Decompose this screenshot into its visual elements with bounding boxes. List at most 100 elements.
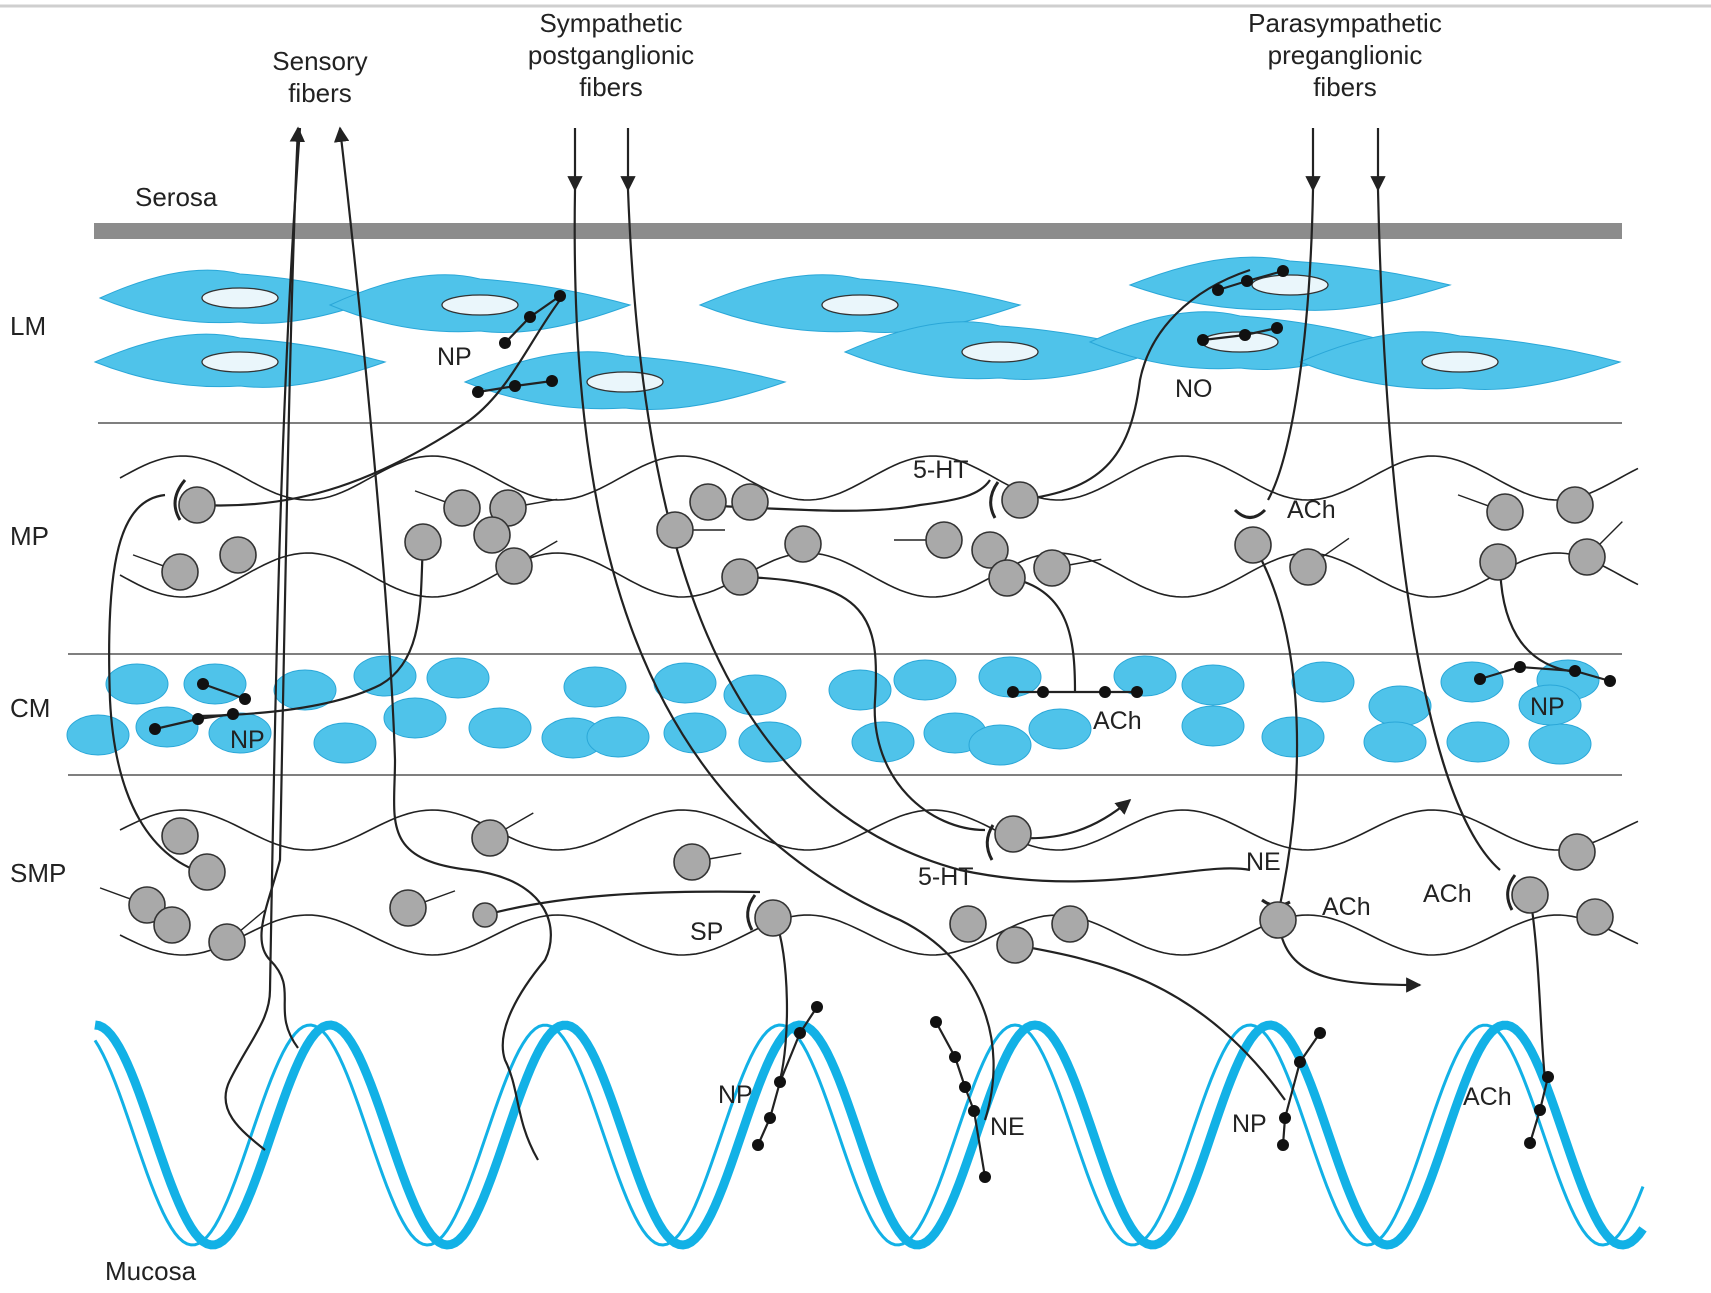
neuron-cell-body bbox=[971, 531, 1009, 569]
cm-muscle-cell bbox=[383, 697, 447, 739]
cm-muscle-cell bbox=[1291, 661, 1355, 703]
varicosity-bead bbox=[1277, 1139, 1289, 1151]
varicosity-bead bbox=[509, 380, 521, 392]
parasympathetic-fiber-2-body bbox=[1376, 189, 1501, 871]
varicosity-bead bbox=[1241, 275, 1253, 287]
nt-ach-smp: ACh bbox=[1322, 893, 1371, 921]
neuron-process bbox=[414, 490, 446, 503]
neuron-process bbox=[132, 554, 164, 567]
varicosity-bead bbox=[472, 386, 484, 398]
neuron-cell-body bbox=[949, 905, 987, 943]
neuron-cell-body bbox=[178, 486, 216, 524]
cm-muscle-cell bbox=[66, 714, 130, 756]
varicosity-bead bbox=[192, 713, 204, 725]
cm-muscle-cell bbox=[1181, 664, 1245, 706]
neuron-cell-body bbox=[1259, 901, 1297, 939]
sensory-fiber-3 bbox=[224, 127, 302, 1151]
smp-ach-arrow bbox=[1278, 929, 1422, 993]
cm-muscle-cell bbox=[1261, 716, 1325, 758]
varicosity-bead bbox=[1099, 686, 1111, 698]
neuron-cell-body bbox=[1033, 549, 1071, 587]
neuron-process bbox=[99, 887, 131, 900]
cm-muscle-cell bbox=[1113, 655, 1177, 697]
cm-muscle-cell bbox=[1518, 684, 1582, 726]
varicosity-bead bbox=[764, 1112, 776, 1124]
lm-cell-nucleus bbox=[201, 287, 279, 309]
neuron-cell-body bbox=[1289, 548, 1327, 586]
varicosity-bead bbox=[546, 375, 558, 387]
neuron-cell-body bbox=[473, 516, 511, 554]
varicosity-bead bbox=[1279, 1112, 1291, 1124]
header-labels: Sensory fibers Sympathetic postganglioni… bbox=[272, 8, 1442, 108]
nt-ach-mucosa: ACh bbox=[1463, 1083, 1512, 1111]
cm-muscle-cell bbox=[1446, 721, 1510, 763]
cm-muscle-cell bbox=[893, 659, 957, 701]
neuron-cell-body bbox=[128, 886, 166, 924]
label-mp: MP bbox=[10, 521, 49, 551]
parasympathetic-header-line-2: preganglionic bbox=[1268, 40, 1423, 70]
mp-neuron-to-lm-no bbox=[1019, 268, 1251, 502]
varicosity-bead bbox=[1514, 661, 1526, 673]
varicosity-bead bbox=[930, 1016, 942, 1028]
varicosity-bead bbox=[1197, 334, 1209, 346]
nt-ach-mp: ACh bbox=[1287, 496, 1336, 524]
neuron-cell-body bbox=[925, 521, 963, 559]
synapse-mp-5ht bbox=[989, 481, 1000, 519]
neuron-cell-body bbox=[673, 843, 711, 881]
nt-np-cm-left: NP bbox=[230, 726, 265, 754]
cm-muscle-cell bbox=[563, 666, 627, 708]
sympathetic-header-line-2: postganglionic bbox=[528, 40, 694, 70]
submucosal-plexus-top-boundary bbox=[119, 809, 1639, 851]
nt-ach-smp-right: ACh bbox=[1423, 880, 1472, 908]
varicosity-bead bbox=[1212, 284, 1224, 296]
mp-ach-down bbox=[1252, 544, 1299, 906]
varicosity-bead bbox=[227, 708, 239, 720]
neuron-process bbox=[1322, 537, 1350, 558]
label-smp: SMP bbox=[10, 858, 66, 888]
neuron-cell-body bbox=[208, 923, 246, 961]
cm-muscle-cell bbox=[353, 655, 417, 697]
neuron-process bbox=[1457, 494, 1489, 507]
nt-np-mucosa-left: NP bbox=[718, 1081, 753, 1109]
smp-neuron-to-mucosa-np bbox=[1014, 943, 1286, 1101]
varicosity-chain bbox=[935, 1021, 987, 1178]
sensory-header-line-1: Sensory bbox=[272, 46, 367, 76]
nt-5ht-mp: 5-HT bbox=[913, 456, 969, 484]
lm-cell-nucleus bbox=[1251, 274, 1329, 296]
varicosity-bead bbox=[1277, 265, 1289, 277]
smp-right-to-mucosa-ach bbox=[1528, 894, 1547, 1081]
neuron-cell-body bbox=[1556, 486, 1594, 524]
sensory-fiber-2 bbox=[333, 126, 552, 1161]
label-lm: LM bbox=[10, 311, 46, 341]
mp-loop-left bbox=[107, 493, 211, 877]
nt-5ht-smp: 5-HT bbox=[918, 863, 974, 891]
neuron-cell-body bbox=[988, 559, 1026, 597]
layer-separators bbox=[68, 422, 1622, 776]
smp-sensory-branch bbox=[484, 890, 761, 917]
cm-muscle-cell bbox=[273, 669, 337, 711]
layer-labels: Serosa LM MP CM SMP Mucosa bbox=[10, 182, 218, 1286]
cm-muscle-cell bbox=[968, 724, 1032, 766]
sympathetic-fiber-1-body bbox=[573, 189, 995, 1121]
varicosity-bead bbox=[811, 1001, 823, 1013]
neuron-cell-body bbox=[1234, 526, 1272, 564]
neuron-cell-body bbox=[1486, 493, 1524, 531]
varicosity-bead bbox=[1239, 329, 1251, 341]
parasympathetic-header-line-3: fibers bbox=[1313, 72, 1377, 102]
varicosity-bead bbox=[949, 1051, 961, 1063]
mucosa-fold-thin bbox=[93, 1023, 1645, 1247]
varicosity-bead bbox=[794, 1027, 806, 1039]
neuron-cell-body bbox=[656, 511, 694, 549]
longitudinal-muscle-cells bbox=[93, 256, 1622, 410]
parasympathetic-header-line-1: Parasympathetic bbox=[1248, 8, 1442, 38]
nerve-fibers bbox=[107, 126, 1576, 1161]
sensory-fiber-1 bbox=[260, 126, 306, 1049]
myenteric-plexus-top-boundary bbox=[119, 455, 1639, 501]
cm-muscle-cell bbox=[208, 712, 272, 754]
mp-to-cm-ach bbox=[1009, 576, 1077, 693]
circular-muscle-cells bbox=[66, 655, 1600, 766]
synapse-mp-ach bbox=[1233, 508, 1267, 519]
cm-muscle-cell bbox=[468, 707, 532, 749]
